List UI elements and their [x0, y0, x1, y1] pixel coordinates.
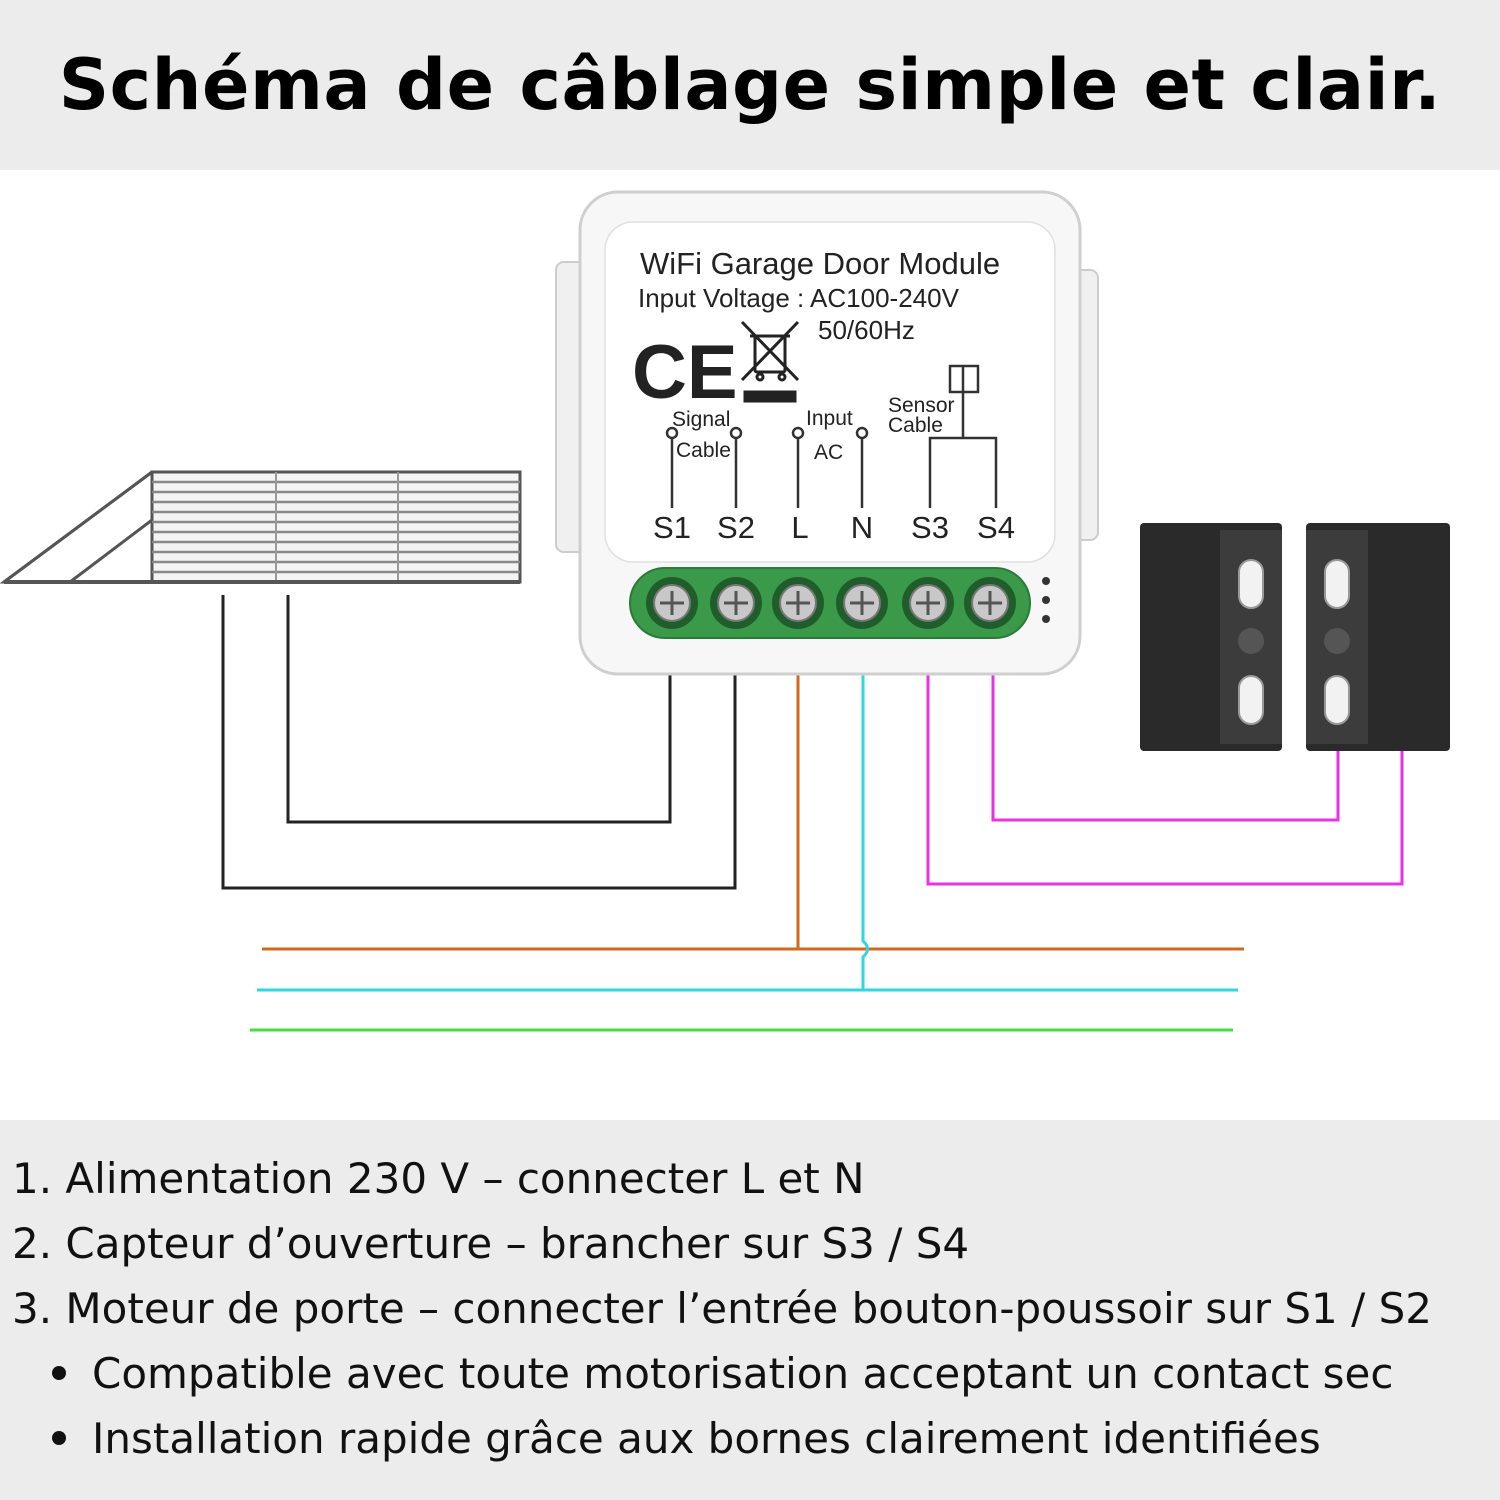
- input-label: Input: [806, 407, 853, 430]
- terminal-screws: [646, 577, 1016, 629]
- module-voltage: Input Voltage : AC100-240V: [638, 283, 960, 313]
- instructions-panel: 1. Alimentation 230 V – connecter L et N…: [0, 1120, 1500, 1500]
- bullet-2: Installation rapide grâce aux bornes cla…: [52, 1414, 1321, 1463]
- weee-bin-icon: [740, 320, 800, 403]
- door-sensor-icon: [1140, 523, 1450, 751]
- instruction-2: 2. Capteur d’ouverture – brancher sur S3…: [12, 1219, 970, 1268]
- status-dots: [1042, 577, 1050, 623]
- bullet-2-text: Installation rapide grâce aux bornes cla…: [92, 1414, 1321, 1463]
- sensor-cable-label: Cable: [888, 414, 943, 437]
- screw-l: [772, 577, 824, 629]
- sensor-wires: [926, 673, 1404, 886]
- wifi-module: WiFi Garage Door Module Input Voltage : …: [555, 190, 1099, 676]
- terminal-label-l: L: [791, 510, 808, 545]
- wiring-diagram: WiFi Garage Door Module Input Voltage : …: [0, 170, 1500, 1120]
- terminal-label-s4: S4: [977, 510, 1015, 545]
- instruction-1: 1. Alimentation 230 V – connecter L et N: [12, 1154, 865, 1203]
- bullet-dot-icon: [52, 1430, 66, 1445]
- screw-n: [836, 577, 888, 629]
- signal-label: Signal: [672, 408, 730, 431]
- module-title: WiFi Garage Door Module: [640, 246, 1000, 281]
- screw-s2: [710, 577, 762, 629]
- bullet-1: Compatible avec toute motorisation accep…: [52, 1349, 1393, 1398]
- bullet-dot-icon: [52, 1365, 66, 1380]
- wiring-diagram-svg: WiFi Garage Door Module Input Voltage : …: [0, 190, 1450, 1032]
- ac-label: AC: [814, 441, 843, 464]
- page-title: Schéma de câblage simple et clair.: [58, 44, 1442, 126]
- terminal-labels: S1 S2 L N S3 S4: [653, 510, 1015, 545]
- terminal-label-s2: S2: [717, 510, 755, 545]
- ce-mark: CE: [632, 330, 738, 415]
- title-banner: Schéma de câblage simple et clair.: [0, 0, 1500, 170]
- garage-door-icon: [0, 470, 522, 584]
- signal-wires: [221, 595, 737, 890]
- terminal-label-n: N: [851, 510, 873, 545]
- instruction-3: 3. Moteur de porte – connecter l’entrée …: [12, 1284, 1432, 1333]
- screw-s4: [964, 577, 1016, 629]
- screw-s3: [902, 577, 954, 629]
- bullet-1-text: Compatible avec toute motorisation accep…: [92, 1349, 1394, 1398]
- module-frequency: 50/60Hz: [818, 315, 915, 345]
- mains-wires: [250, 673, 1244, 1032]
- cable-label: Cable: [676, 439, 731, 462]
- sensor-label: Sensor: [888, 394, 955, 417]
- terminal-label-s3: S3: [911, 510, 949, 545]
- terminal-label-s1: S1: [653, 510, 691, 545]
- screw-s1: [646, 577, 698, 629]
